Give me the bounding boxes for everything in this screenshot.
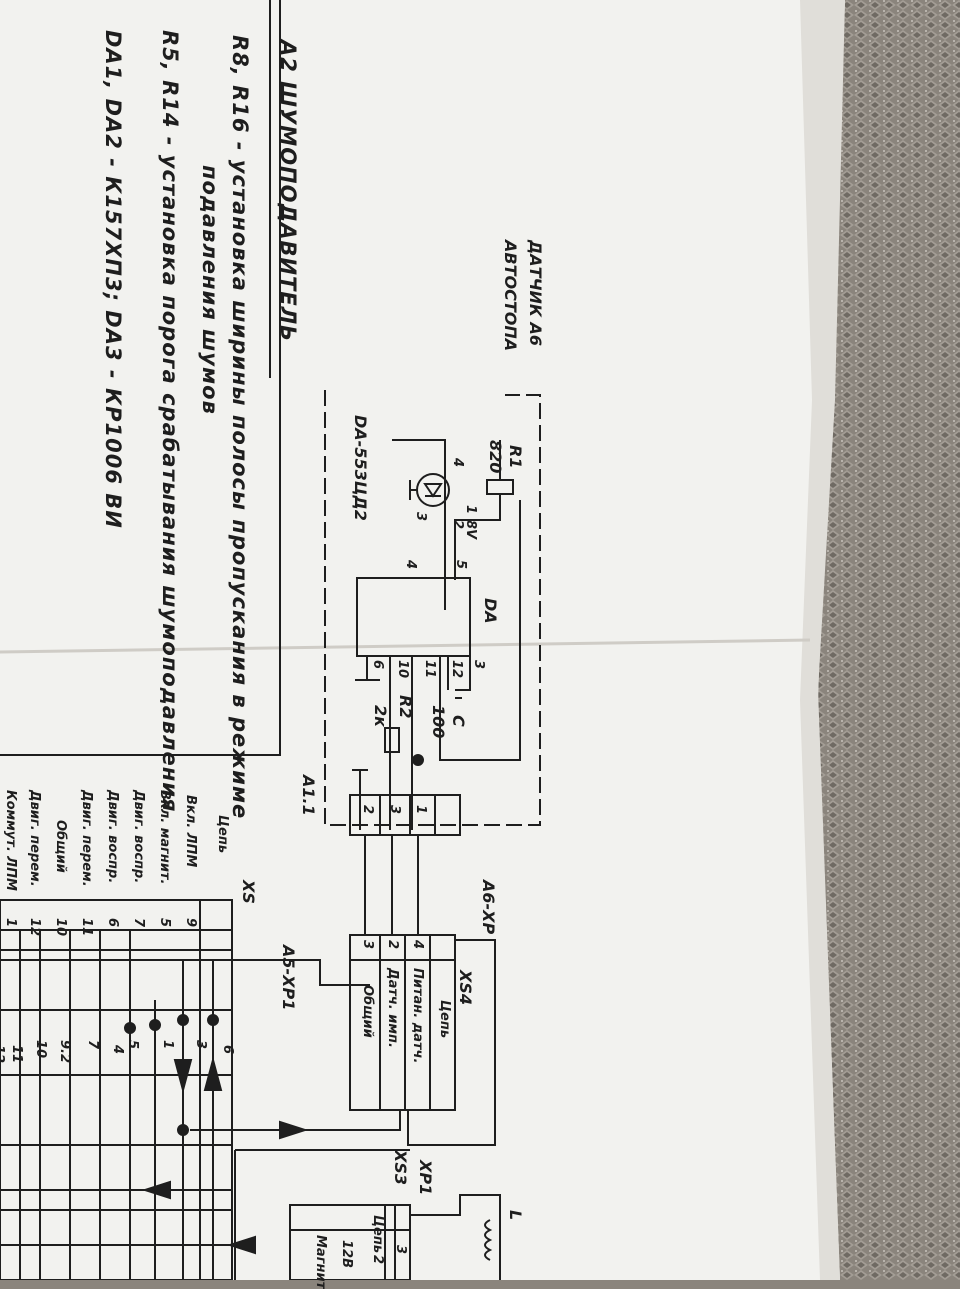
sensor-bus — [364, 835, 419, 935]
xp1-header: Цепь — [370, 1215, 385, 1254]
xs-header: Цепь — [215, 815, 230, 854]
a2-title: А2 ШУМОПОДАВИТЕЛЬ — [276, 40, 300, 343]
sensor-circuit — [352, 439, 521, 830]
xs-row-2-label: Вкл. магнит. — [157, 790, 172, 885]
coil-label: L — [506, 1210, 525, 1221]
a6xp-label-2: Датч. имп. — [385, 968, 400, 1048]
a6xp-label-3: Общий — [360, 985, 375, 1038]
a6xp-label-4: Питан. датч. — [410, 968, 425, 1064]
led-part: DA-553ЦД2 — [351, 415, 370, 521]
ic-pin-5: 5 — [453, 560, 468, 570]
sensor-title-line1: ДАТЧИК А6 — [526, 240, 545, 347]
wire-12: 12 — [0, 1045, 6, 1064]
ic-pin-12: 12 — [449, 660, 464, 679]
wire-11: 11 — [9, 1045, 24, 1064]
wire-3: 3 — [193, 1040, 208, 1050]
a11-connector — [349, 794, 461, 836]
wire-6: 6 — [220, 1045, 235, 1055]
ic-pin-6: 6 — [370, 660, 385, 670]
xs-row-5-pin: 11 — [79, 918, 94, 937]
xs-row-1-pin: 9 — [183, 918, 198, 928]
note-r8-r16-line2: подавления шумов — [198, 165, 222, 415]
xp1-row-2-pin: 2 — [370, 1255, 385, 1265]
xp1-row-2-label: Магнит — [313, 1235, 328, 1289]
wire-7: 7 — [85, 1040, 100, 1050]
r2-name: R2 — [396, 695, 415, 719]
wire-10: 10 — [33, 1040, 48, 1059]
a2-box-edge — [0, 0, 281, 756]
c-name: C — [449, 715, 468, 727]
led-voltage: 8V — [463, 520, 478, 540]
a11-pin-3: 3 — [387, 805, 402, 815]
xs-row-3-pin: 7 — [131, 918, 146, 928]
a6xp-pin-3: 3 — [360, 940, 375, 950]
note-r5-r14: R5, R14 - установка порога срабатывания … — [158, 30, 182, 813]
a6xp-pin-2: 2 — [385, 940, 400, 950]
xs-row-4-pin: 6 — [105, 918, 120, 928]
c-value: 100 — [429, 705, 448, 739]
xs-row-2-pin: 5 — [157, 918, 172, 928]
xs3-label: XS3 — [391, 1150, 410, 1185]
a6xp-header: Цепь — [437, 1000, 452, 1039]
ic-pin-11: 11 — [422, 660, 437, 679]
note-ics: DA1, DA2 - К157ХП3; DA3 - КР1006 ВИ — [101, 30, 125, 529]
xs-row-8-pin: 1 — [3, 918, 18, 928]
sensor-title-line2: АВТОСТОПА — [501, 240, 520, 352]
a11-pin-1: 1 — [413, 805, 428, 815]
r1-value: 820 — [486, 440, 505, 474]
xs-row-8-label: Коммут. ЛПМ — [3, 790, 18, 891]
a6xp-table — [349, 934, 496, 1146]
paper-shadow — [800, 0, 845, 1280]
a11-pin-2: 2 — [360, 805, 375, 815]
ic-pin-10: 10 — [395, 660, 410, 679]
a6xp-name: А6-ХР — [479, 880, 498, 935]
xs-row-7-label: Двиг. перем. — [27, 790, 42, 887]
led-pin-1: 1 — [463, 505, 478, 515]
a11-name: А1.1 — [299, 775, 318, 816]
ic-name: DA — [481, 598, 500, 624]
xs-row-1-label: Вкл. ЛПМ — [183, 795, 198, 868]
wire-4: 4 — [110, 1045, 125, 1055]
xs-row-7-pin: 12 — [27, 918, 42, 937]
xs-row-4-label: Двиг. воспр. — [105, 790, 120, 884]
ic-pin-3: 3 — [471, 660, 486, 670]
sensor-outline — [324, 390, 541, 826]
xs4-name: XS4 — [456, 970, 475, 1005]
wire-1: 1 — [160, 1040, 175, 1050]
a5xp1-label: А5-ХР1 — [279, 945, 298, 1011]
harness-wires — [0, 959, 401, 1280]
note-r8-r16-line1: R8, R16 - установка ширины полосы пропус… — [228, 35, 252, 820]
xp1-row-1-label: 12В — [339, 1240, 354, 1268]
xs-name: XS — [239, 880, 258, 904]
xs-row-6-pin: 10 — [53, 918, 68, 937]
wire-9-2: 9.2 — [57, 1040, 72, 1064]
xp1-row-1-pin: 3 — [393, 1245, 408, 1255]
xs-row-6-label: Общий — [53, 820, 68, 873]
led-pin-2: 2 — [450, 520, 465, 530]
xs-row-5-label: Двиг. перем. — [79, 790, 94, 887]
wire-5: 5 — [125, 1040, 140, 1050]
led-pin-4: 4 — [450, 458, 465, 468]
xp1-block — [234, 1149, 501, 1280]
a6xp-pin-4: 4 — [410, 940, 425, 950]
ic-pin-4: 4 — [403, 560, 418, 570]
r2-value: 2к — [371, 705, 390, 727]
r1-name: R1 — [506, 445, 525, 469]
led-pin-3: 3 — [413, 512, 428, 522]
xp1-label: ХР1 — [416, 1160, 435, 1196]
xs-row-3-label: Двиг. воспр. — [131, 790, 146, 884]
fold-line — [0, 638, 811, 654]
